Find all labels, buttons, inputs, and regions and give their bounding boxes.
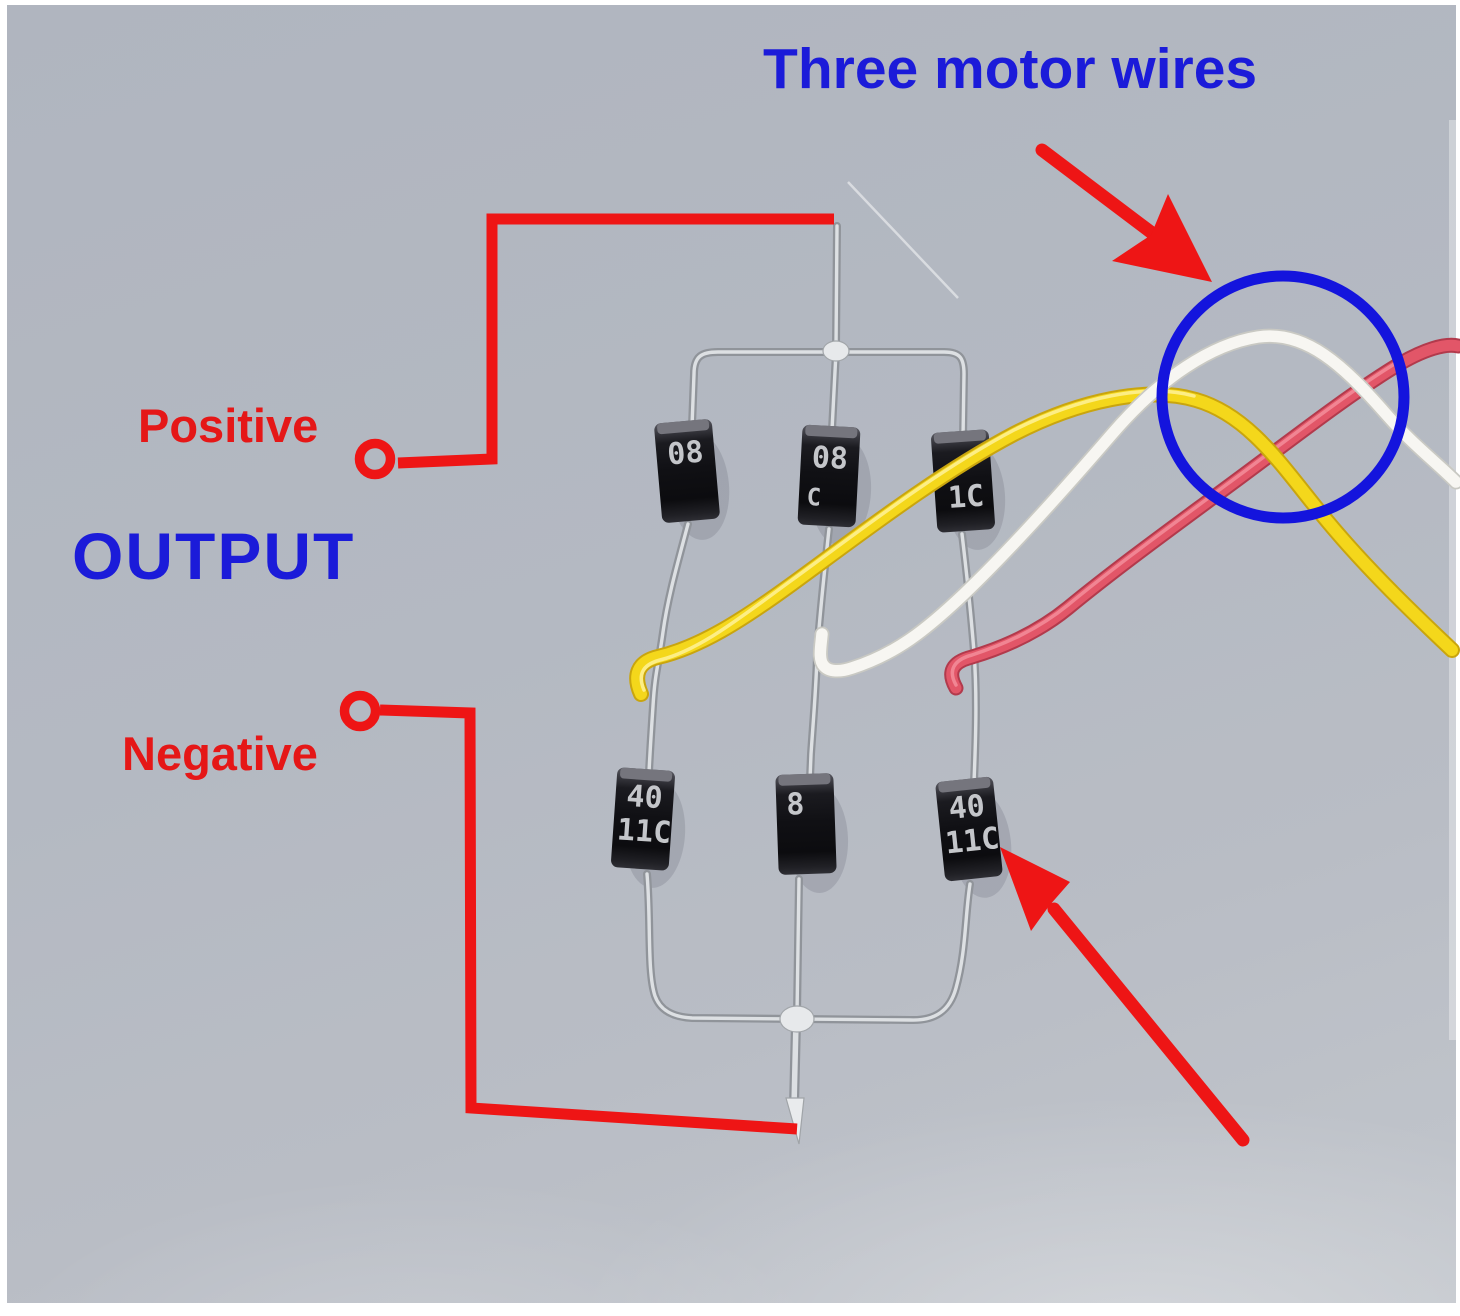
- arrow-shaft: [1035, 143, 1159, 240]
- negative-label: Negative: [122, 727, 318, 780]
- blue-circle-annotation: [1156, 270, 1410, 524]
- diode-bottom-right: 40 11C: [935, 776, 1003, 882]
- diode-marking: 11C: [616, 812, 672, 851]
- arrow-shaft: [1047, 902, 1250, 1147]
- negative-bracket-line: [379, 704, 798, 1135]
- diode-top-left: 08: [654, 419, 720, 523]
- background-scratch: [847, 181, 959, 299]
- white-motor-wire: [812, 328, 1460, 679]
- arrow-head: [1112, 194, 1212, 282]
- diode-marking: 1C: [947, 479, 985, 516]
- yellow-motor-wire: [629, 386, 1460, 702]
- arrow-to-diode: [1000, 847, 1250, 1147]
- diode-marking: 8: [786, 787, 805, 823]
- diode-marking: 08: [811, 440, 849, 477]
- positive-label: Positive: [138, 399, 319, 452]
- positive-bracket-line: [397, 213, 834, 469]
- diode-top-middle: 08 C: [797, 424, 861, 528]
- diode-marking: 08: [666, 435, 705, 473]
- rectifier-lead-wires: [647, 226, 976, 1106]
- diode-bottom-middle: 8: [775, 773, 837, 875]
- three-motor-wires-label: Three motor wires: [763, 37, 1258, 101]
- diode-marking: 11C: [944, 821, 1002, 861]
- diode-marking: C: [806, 483, 822, 512]
- negative-output-callout: [339, 690, 798, 1135]
- solder-joint-top: [822, 340, 850, 362]
- negative-terminal-ring: [339, 690, 381, 732]
- output-label: OUTPUT: [72, 519, 356, 593]
- arrow-head: [1000, 847, 1070, 931]
- positive-output-callout: [354, 213, 834, 480]
- diode-marking: 40: [625, 779, 663, 816]
- positive-terminal-ring: [354, 438, 396, 480]
- solder-joint-bottom: [779, 1005, 815, 1033]
- diode-marking: 40: [947, 788, 987, 827]
- diode-bottom-left: 40 11C: [611, 767, 675, 871]
- negative-lead-tip: [785, 1097, 805, 1145]
- photo-edge-highlight: [1449, 120, 1460, 1040]
- arrow-to-motor-wires: [1035, 143, 1212, 282]
